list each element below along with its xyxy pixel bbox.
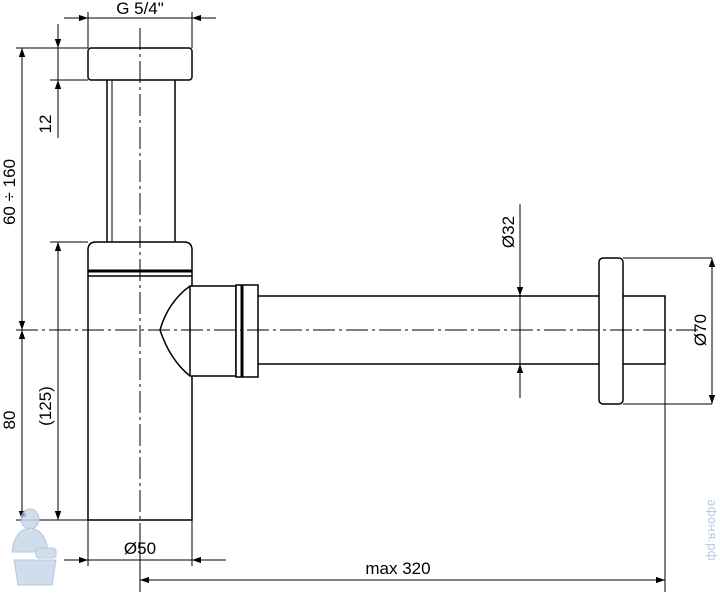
body-height-label: 80 bbox=[0, 411, 19, 430]
outlet-pipe bbox=[258, 295, 599, 365]
extension-lines bbox=[16, 12, 712, 592]
body-diameter-label: Ø50 bbox=[124, 539, 156, 558]
inlet-tube bbox=[106, 80, 176, 242]
watermark-text: aфоня.рф bbox=[705, 499, 719, 561]
wall-rosette bbox=[598, 257, 624, 405]
outlet-nut bbox=[235, 284, 259, 378]
tube-length-label: 60 ÷ 160 bbox=[0, 159, 19, 225]
pipe-diameter-label: Ø32 bbox=[499, 216, 518, 248]
rosette-diameter-label: Ø70 bbox=[691, 314, 710, 346]
plumber-mascot-icon bbox=[11, 508, 57, 586]
dimension-lines bbox=[18, 14, 716, 584]
outlet-height-label: (125) bbox=[36, 386, 55, 426]
siphon-parts bbox=[87, 47, 666, 521]
center-lines bbox=[16, 28, 700, 534]
flange-height-label: 12 bbox=[36, 115, 55, 134]
max-length-label: max 320 bbox=[365, 559, 430, 578]
thread-label: G 5/4" bbox=[116, 0, 164, 18]
dimension-labels: G 5/4" 12 60 ÷ 160 80 (125) Ø50 Ø32 Ø70 … bbox=[0, 0, 710, 578]
outlet-elbow bbox=[159, 285, 237, 377]
